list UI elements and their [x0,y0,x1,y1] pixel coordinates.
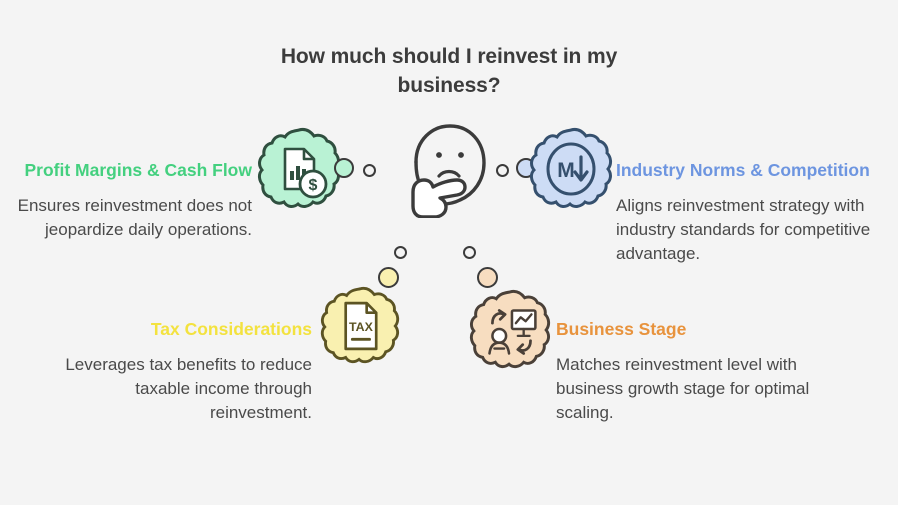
branch-business-heading: Business Stage [556,319,687,339]
business-growth-cycle-icon [468,288,552,372]
page-title: How much should I reinvest in my busines… [280,45,618,98]
connector-dot-tax-1 [394,246,407,259]
svg-text:$: $ [309,177,318,194]
branch-business: Business Stage Matches reinvestment leve… [556,319,836,425]
thinking-face-icon [396,118,498,223]
branch-profit-body: Ensures reinvestment does not jeopardize… [17,195,252,239]
connector-dot-business-1 [463,246,476,259]
branch-business-body: Matches reinvestment level with business… [556,354,810,423]
branch-industry-heading: Industry Norms & Competition [616,160,870,180]
financial-report-dollar-icon: $ [256,127,342,211]
tax-document-icon: TAX [319,285,401,367]
branch-industry-body: Aligns reinvestment strategy with indust… [616,195,871,264]
branch-profit: Profit Margins & Cash Flow Ensures reinv… [0,160,252,242]
connector-dot-business-2 [477,267,498,288]
connector-dot-tax-2 [378,267,399,288]
connector-dot-profit-2 [363,164,376,177]
branch-tax-body: Leverages tax benefits to reduce taxable… [65,354,312,423]
market-icon-label: M [557,159,575,182]
connector-dot-profit-1 [334,158,354,178]
branch-tax: Tax Considerations Leverages tax benefit… [60,319,312,425]
branch-profit-heading: Profit Margins & Cash Flow [24,160,252,180]
connector-dot-industry-1 [496,164,509,177]
branch-tax-heading: Tax Considerations [150,319,312,339]
branch-industry: Industry Norms & Competition Aligns rein… [616,160,894,266]
market-down-arrow-icon: M [528,127,614,211]
tax-icon-label: TAX [349,320,374,334]
